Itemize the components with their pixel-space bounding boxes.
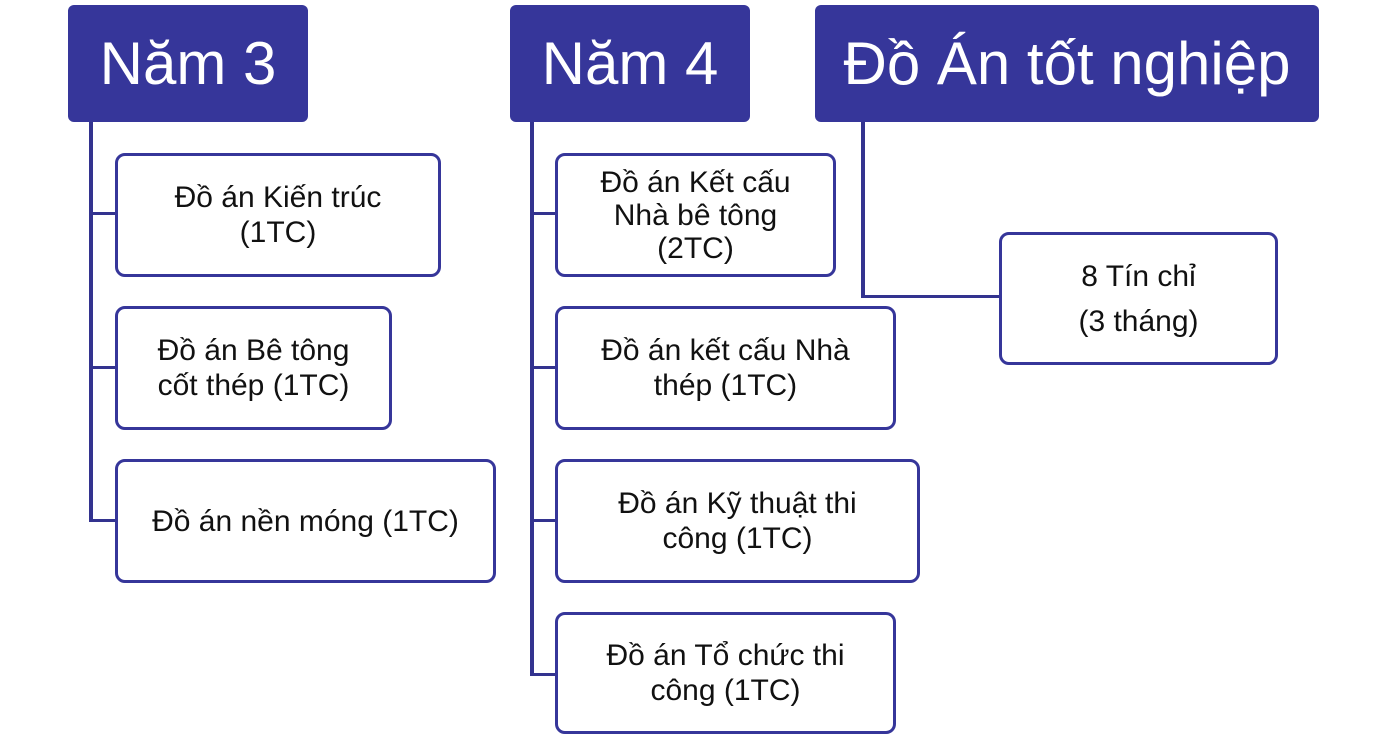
box-line: Đồ án nền móng (1TC) xyxy=(152,504,459,538)
box-do-an-ket-cau-nha-be-tong: Đồ án Kết cấu Nhà bê tông (2TC) xyxy=(555,153,836,277)
box-do-an-kien-truc: Đồ án Kiến trúc (1TC) xyxy=(115,153,441,277)
box-line: (1TC) xyxy=(239,216,317,249)
connector-col1-branch-2 xyxy=(89,366,117,369)
connector-col2-branch-2 xyxy=(530,366,557,369)
box-line: Nhà bê tông xyxy=(613,198,778,232)
box-do-an-ky-thuat-thi-cong: Đồ án Kỹ thuật thi công (1TC) xyxy=(555,459,920,583)
connector-col1-branch-3 xyxy=(89,519,117,522)
box-line: Đồ án Kiến trúc xyxy=(174,181,382,214)
connector-col2-trunk xyxy=(530,118,534,676)
box-do-an-to-chuc-thi-cong: Đồ án Tổ chức thi công (1TC) xyxy=(555,612,896,734)
header-do-an-tot-nghiep: Đồ Án tốt nghiệp xyxy=(815,5,1319,122)
box-do-an-nen-mong: Đồ án nền móng (1TC) xyxy=(115,459,496,583)
box-line: Đồ án Kỹ thuật thi xyxy=(618,487,857,520)
box-line: Đồ án kết cấu Nhà xyxy=(601,334,850,367)
connector-col2-branch-3 xyxy=(530,519,557,522)
header-nam-3: Năm 3 xyxy=(68,5,308,122)
box-line: công (1TC) xyxy=(662,522,813,555)
connector-col1-trunk xyxy=(89,118,93,522)
box-8-tin-chi: 8 Tín chỉ (3 tháng) xyxy=(999,232,1278,365)
box-do-an-ket-cau-nha-thep: Đồ án kết cấu Nhà thép (1TC) xyxy=(555,306,896,430)
header-nam-4: Năm 4 xyxy=(510,5,750,122)
box-line: thép (1TC) xyxy=(653,369,798,402)
box-line: (3 tháng) xyxy=(1078,304,1199,338)
box-line: (2TC) xyxy=(657,231,734,265)
box-line: 8 Tín chỉ xyxy=(1081,259,1196,293)
box-line: cốt thép (1TC) xyxy=(157,369,350,402)
connector-col1-branch-1 xyxy=(89,212,117,215)
box-line: Đồ án Bê tông xyxy=(157,334,350,367)
connector-col3-branch-1 xyxy=(861,295,1001,298)
box-line: Đồ án Tổ chức thi xyxy=(606,639,845,672)
box-line: công (1TC) xyxy=(650,674,801,707)
box-line: Đồ án Kết cấu xyxy=(600,165,791,199)
connector-col2-branch-4 xyxy=(530,673,557,676)
connector-col2-branch-1 xyxy=(530,212,557,215)
box-do-an-be-tong-cot-thep: Đồ án Bê tông cốt thép (1TC) xyxy=(115,306,392,430)
connector-col3-trunk xyxy=(861,118,865,298)
